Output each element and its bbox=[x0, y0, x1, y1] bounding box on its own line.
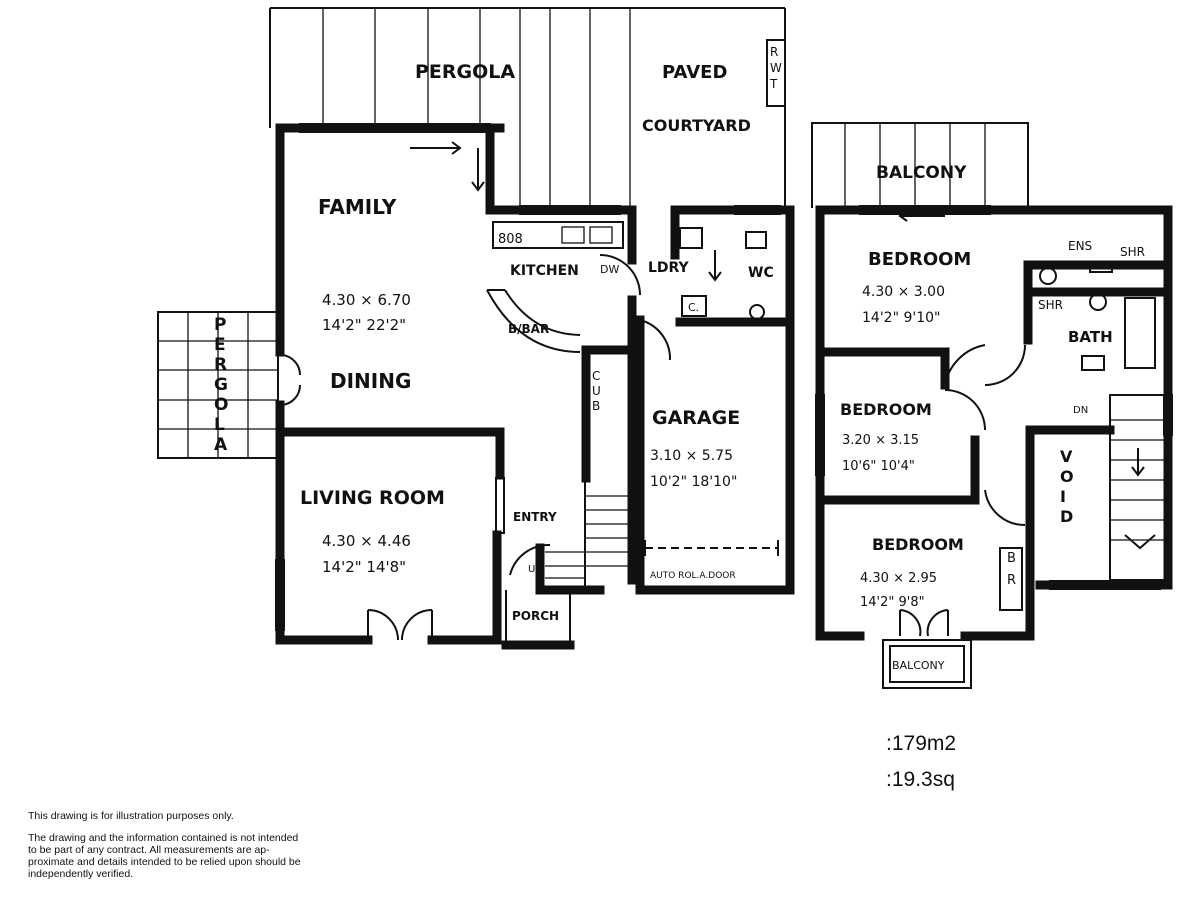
disclaimer-line4: independently verified. bbox=[28, 868, 134, 880]
area-sq: :19.3sq bbox=[886, 768, 955, 791]
label-family-dims-imperial: 14'2" 22'2" bbox=[322, 316, 406, 334]
label-dn: DN bbox=[1073, 405, 1088, 416]
upper-bath-fixtures bbox=[999, 261, 1156, 611]
upper-stairs bbox=[1109, 394, 1166, 581]
label-wc: WC bbox=[748, 265, 774, 281]
label-kitchen: KITCHEN bbox=[510, 263, 579, 279]
label-bench: 808 bbox=[498, 232, 523, 247]
ground-floor-walls bbox=[275, 123, 795, 650]
label-porch: PORCH bbox=[512, 609, 559, 623]
label-living-dims-imperial: 14'2" 14'8" bbox=[322, 558, 406, 576]
label-living-room: LIVING ROOM bbox=[300, 487, 445, 509]
pergola-top-structure bbox=[269, 7, 785, 210]
label-garage-door: AUTO ROL.A.DOOR bbox=[650, 571, 736, 581]
label-bedroom3-dims-metric: 4.30 × 2.95 bbox=[860, 571, 937, 586]
label-bedroom3: BEDROOM bbox=[872, 535, 964, 554]
kitchen-bench bbox=[492, 221, 624, 249]
disclaimer-line2: to be part of any contract. All measurem… bbox=[28, 844, 270, 856]
label-dw: DW bbox=[600, 263, 619, 276]
area-m2: :179m2 bbox=[886, 732, 957, 755]
label-shr1: SHR bbox=[1120, 245, 1145, 259]
upper-balcony-bottom bbox=[882, 639, 972, 689]
label-bedroom1: BEDROOM bbox=[868, 249, 971, 270]
label-family: FAMILY bbox=[318, 195, 397, 219]
label-bedroom3-dims-imperial: 14'2" 9'8" bbox=[860, 595, 925, 610]
label-ldry: LDRY bbox=[648, 260, 690, 276]
garage-door-line bbox=[644, 540, 779, 556]
ground-floor-windows bbox=[275, 123, 781, 631]
courtyard-edge bbox=[766, 8, 786, 210]
label-shr2: SHR bbox=[1038, 298, 1063, 312]
label-pergola-top: PERGOLA bbox=[415, 61, 515, 83]
label-up: UP bbox=[528, 564, 541, 575]
label-garage-dims-metric: 3.10 × 5.75 bbox=[650, 448, 733, 464]
label-balcony-bottom: BALCONY bbox=[892, 659, 945, 672]
label-bedroom2-dims-metric: 3.20 × 3.15 bbox=[842, 433, 919, 448]
label-entry: ENTRY bbox=[513, 510, 557, 524]
label-dining: DINING bbox=[330, 369, 411, 393]
disclaimer-line3: proximate and details intended to be rel… bbox=[28, 856, 301, 868]
label-bedroom1-dims-metric: 4.30 × 3.00 bbox=[862, 284, 945, 300]
upper-balcony-top bbox=[811, 122, 1029, 208]
label-courtyard: COURTYARD bbox=[642, 116, 751, 135]
label-garage-dims-imperial: 10'2" 18'10" bbox=[650, 474, 737, 490]
ground-stairs bbox=[545, 480, 630, 590]
disclaimer-title: This drawing is for illustration purpose… bbox=[28, 810, 234, 822]
label-bedroom1-dims-imperial: 14'2" 9'10" bbox=[862, 310, 940, 326]
ground-floor-doors bbox=[281, 254, 672, 641]
side-pergola-grid bbox=[157, 311, 279, 459]
label-ens: ENS bbox=[1068, 239, 1092, 253]
label-family-dims-metric: 4.30 × 6.70 bbox=[322, 291, 411, 309]
label-bedroom2: BEDROOM bbox=[840, 400, 932, 419]
upper-floor-doors bbox=[898, 210, 1026, 637]
label-bbar: B/BAR bbox=[508, 322, 549, 336]
label-bath: BATH bbox=[1068, 328, 1113, 346]
label-garage: GARAGE bbox=[652, 407, 740, 429]
label-bedroom2-dims-imperial: 10'6" 10'4" bbox=[842, 459, 915, 474]
bbar-counter bbox=[486, 289, 581, 353]
upper-floor-walls bbox=[815, 205, 1173, 641]
arrow-marks bbox=[410, 141, 722, 282]
label-balcony-top: BALCONY bbox=[876, 163, 967, 183]
label-paved: PAVED bbox=[662, 62, 727, 83]
laundry-fixtures bbox=[679, 227, 767, 320]
disclaimer-line1: The drawing and the information containe… bbox=[28, 832, 299, 844]
label-c: C. bbox=[688, 301, 699, 314]
label-living-dims-metric: 4.30 × 4.46 bbox=[322, 532, 411, 550]
